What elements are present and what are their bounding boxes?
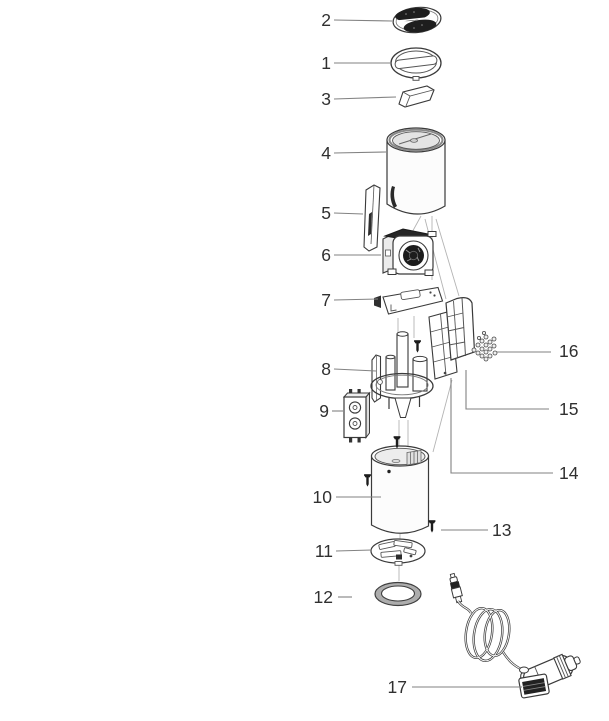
screw <box>413 340 422 354</box>
lid-ring <box>390 47 442 81</box>
leader-line-5 <box>333 212 364 215</box>
lower-housing-cylinder <box>370 445 430 534</box>
leader-line-3 <box>333 96 397 100</box>
callout-label-8: 8 <box>321 359 331 379</box>
callout-label-4: 4 <box>321 143 331 163</box>
leader-line-15 <box>465 370 549 410</box>
circuit-board-plate <box>374 286 444 315</box>
corner-wedge-cover <box>398 85 435 108</box>
screw <box>363 474 372 488</box>
leader-line-11 <box>335 549 373 552</box>
callout-label-13: 13 <box>492 520 511 540</box>
curved-lattice-cover <box>445 297 476 361</box>
callout-label-17: 17 <box>388 677 407 697</box>
callout-label-14: 14 <box>559 463 579 483</box>
button-module <box>342 389 371 443</box>
blower-fan <box>382 228 437 276</box>
leader-line-14 <box>450 378 553 474</box>
callout-label-5: 5 <box>321 203 331 223</box>
base-plate-disc <box>370 538 426 566</box>
leader-line-8 <box>333 368 377 372</box>
callout-labels: 2 1 3 4 5 6 7 8 9 10 11 12 13 14 15 16 1… <box>313 10 579 697</box>
screw-part-13 <box>427 520 437 534</box>
o-ring-gasket <box>374 581 422 607</box>
side-strip-filter <box>363 184 381 252</box>
callout-label-6: 6 <box>321 245 331 265</box>
callout-label-16: 16 <box>559 341 578 361</box>
power-cord-car-adapter <box>449 572 581 699</box>
callout-label-9: 9 <box>319 401 329 421</box>
callout-label-1: 1 <box>321 53 331 73</box>
upper-housing-cylinder <box>386 127 446 215</box>
callout-label-7: 7 <box>321 290 331 310</box>
callout-label-11: 11 <box>315 541 333 561</box>
plug-side-block <box>518 673 550 699</box>
internal-frame-assembly <box>370 331 434 418</box>
top-cap-cover <box>392 6 442 34</box>
callout-label-12: 12 <box>314 587 333 607</box>
leader-line-7 <box>333 298 379 301</box>
desiccant-beads <box>471 330 498 362</box>
callout-label-2: 2 <box>321 10 331 30</box>
callout-label-15: 15 <box>559 399 578 419</box>
cord-connector-tip <box>449 572 463 604</box>
alignment-guides <box>396 215 460 581</box>
callout-label-10: 10 <box>313 487 333 507</box>
callout-label-3: 3 <box>321 89 331 109</box>
leader-line-4 <box>333 151 387 154</box>
leader-line-2 <box>333 19 393 22</box>
